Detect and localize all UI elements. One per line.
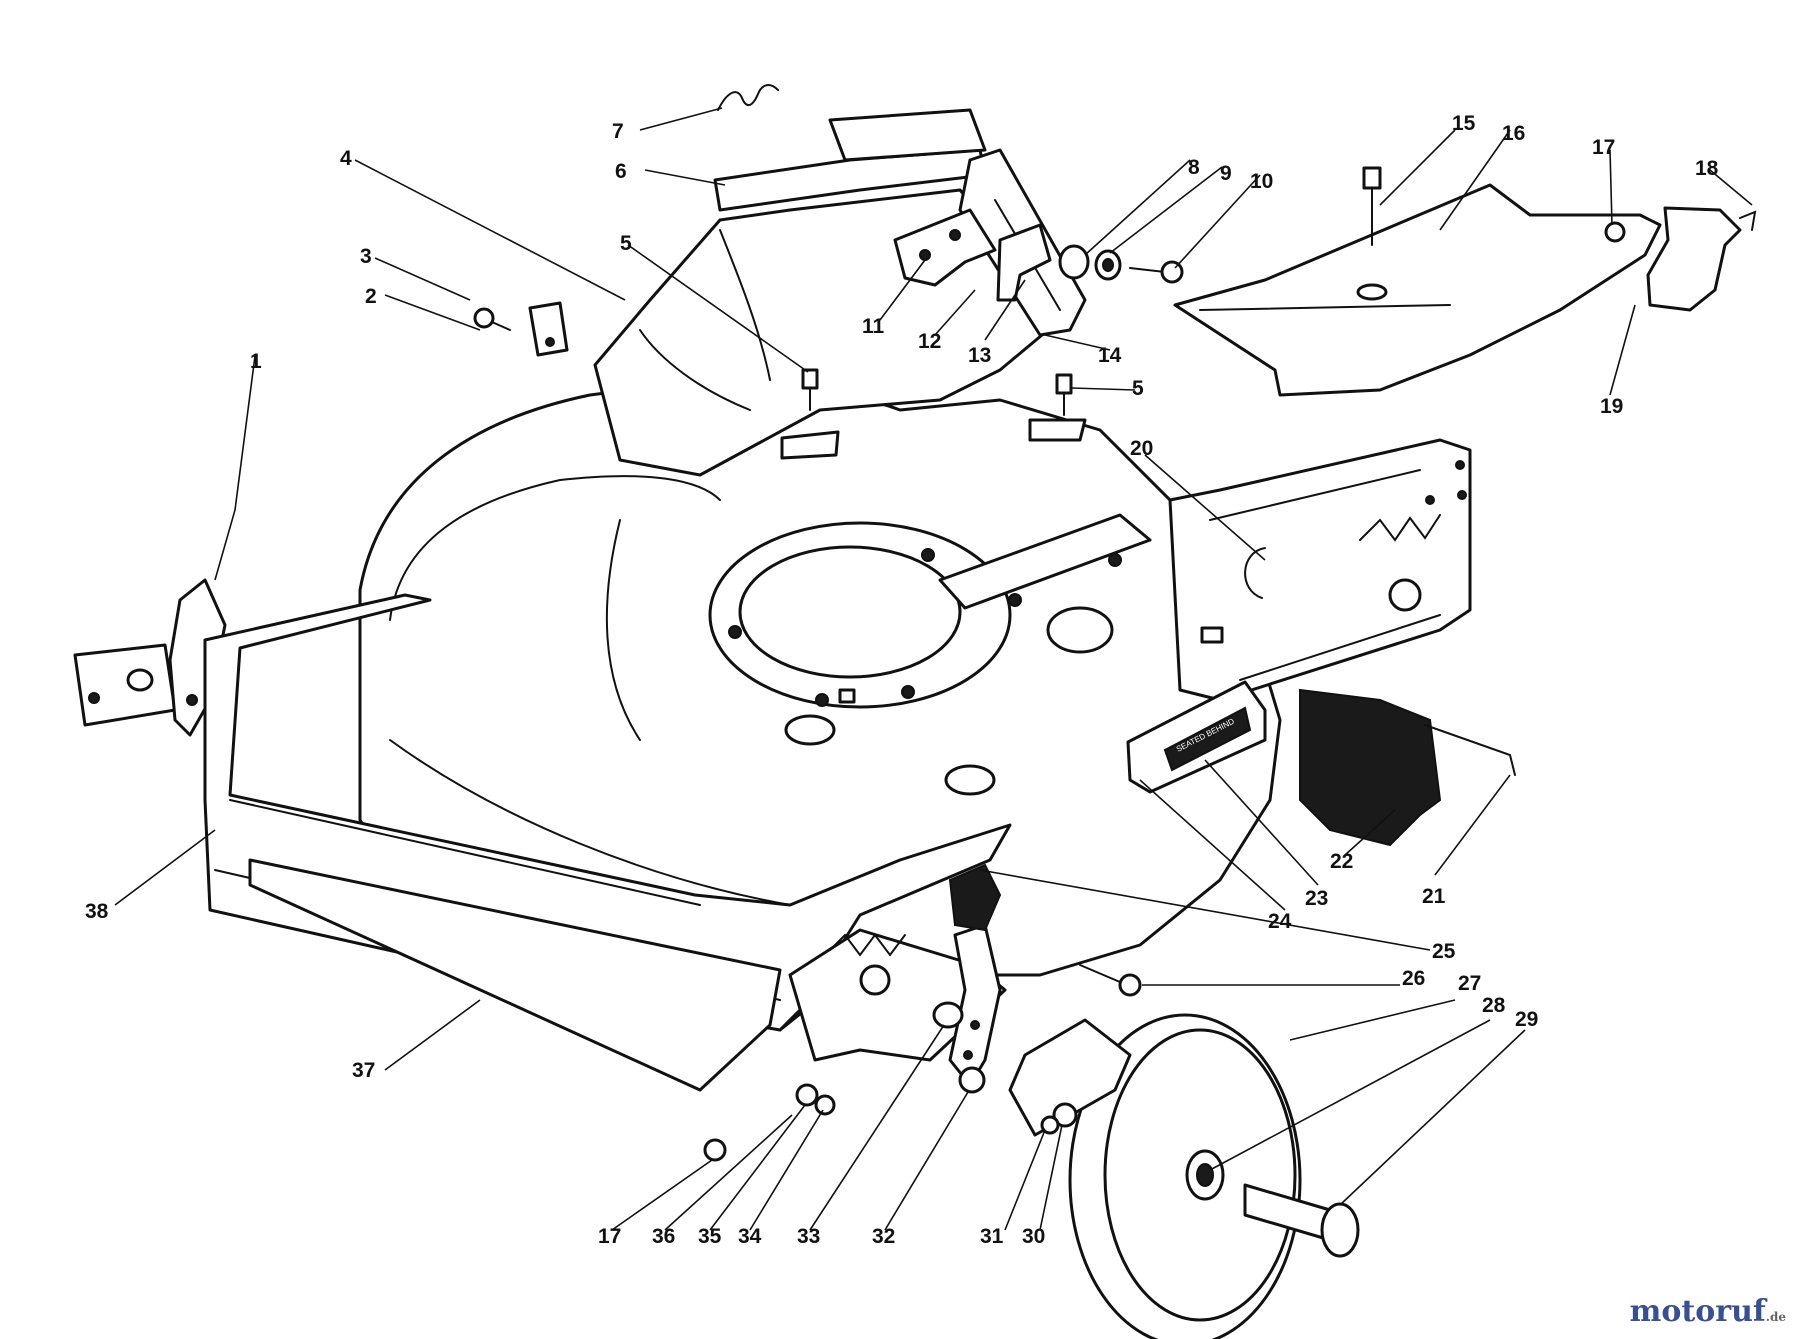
callout-12: 12 [918, 330, 941, 353]
callout-34: 34 [738, 1225, 762, 1248]
watermark-brand: motoruf [1629, 1294, 1766, 1329]
callout-32: 32 [872, 1225, 895, 1248]
decal-plate-23: PLACE SPRING SEATED BEHIND [1126, 680, 1267, 794]
callout-24: 24 [1268, 910, 1292, 933]
callout-26: 26 [1402, 967, 1425, 990]
clip-2 [528, 301, 569, 357]
rear-door-assembly [593, 84, 1087, 477]
wheel-bracket-31 [1008, 1018, 1132, 1137]
callout-7: 7 [612, 120, 624, 143]
screw-3 [473, 307, 511, 331]
screw-26 [1079, 964, 1142, 997]
callout-1: 1 [250, 350, 262, 373]
callout-25: 25 [1432, 940, 1456, 963]
callout-31: 31 [980, 1225, 1004, 1248]
callout-22: 22 [1330, 850, 1353, 873]
callout-17a: 17 [1592, 136, 1615, 159]
baffle-16 [1173, 183, 1662, 397]
screw-5-left [801, 368, 819, 411]
callout-35: 35 [698, 1225, 722, 1248]
nuts-34-36 [703, 1083, 836, 1162]
callout-10: 10 [1250, 170, 1273, 193]
washer-9 [1094, 249, 1122, 281]
callout-27: 27 [1458, 972, 1481, 995]
callout-4: 4 [340, 147, 352, 170]
grip-22 [1299, 688, 1442, 847]
bolt-10 [1129, 260, 1184, 284]
washer-8 [1058, 244, 1090, 280]
callout-23: 23 [1305, 887, 1328, 910]
hinge-bracket-1 [73, 578, 227, 737]
callout-5a: 5 [620, 232, 632, 255]
callout-29: 29 [1515, 1008, 1538, 1031]
callout-30: 30 [1022, 1225, 1045, 1248]
skirt-pad-37 [248, 858, 782, 1092]
leader-lines [114, 107, 1753, 1231]
screw-5-right [1055, 373, 1073, 416]
callout-21: 21 [1422, 885, 1446, 908]
callout-3: 3 [360, 245, 372, 268]
motoruf-watermark: motoruf.de [1630, 1294, 1786, 1329]
callout-19: 19 [1600, 395, 1623, 418]
callout-36: 36 [652, 1225, 675, 1248]
callout-14: 14 [1098, 344, 1122, 367]
wheel-27 [1068, 1013, 1302, 1339]
callout-11: 11 [862, 315, 885, 338]
mower-deck-housing [358, 383, 1472, 1032]
callout-13: 13 [968, 344, 991, 367]
bracket-19 [1604, 206, 1757, 312]
callout-8: 8 [1188, 156, 1200, 179]
callout-38: 38 [85, 900, 109, 923]
callout-17b: 17 [598, 1225, 621, 1248]
callout-20: 20 [1130, 437, 1153, 460]
nut-32 [958, 1066, 986, 1094]
callout-labels: 1 2 3 4 5 6 7 8 9 10 11 12 13 14 5 15 16… [85, 112, 1719, 1248]
callout-16: 16 [1502, 122, 1525, 145]
callout-9: 9 [1220, 162, 1232, 185]
callout-15: 15 [1452, 112, 1476, 135]
callout-6: 6 [615, 160, 627, 183]
washer-33 [932, 1001, 964, 1029]
callout-18: 18 [1695, 157, 1719, 180]
watermark-tld: .de [1765, 1310, 1786, 1324]
callout-2: 2 [365, 285, 377, 308]
callout-5b: 5 [1132, 377, 1144, 400]
callout-33: 33 [797, 1225, 820, 1248]
rod-21 [1424, 724, 1516, 776]
bolt-15 [1362, 166, 1382, 246]
callout-37: 37 [352, 1059, 375, 1082]
callout-28: 28 [1482, 994, 1506, 1017]
